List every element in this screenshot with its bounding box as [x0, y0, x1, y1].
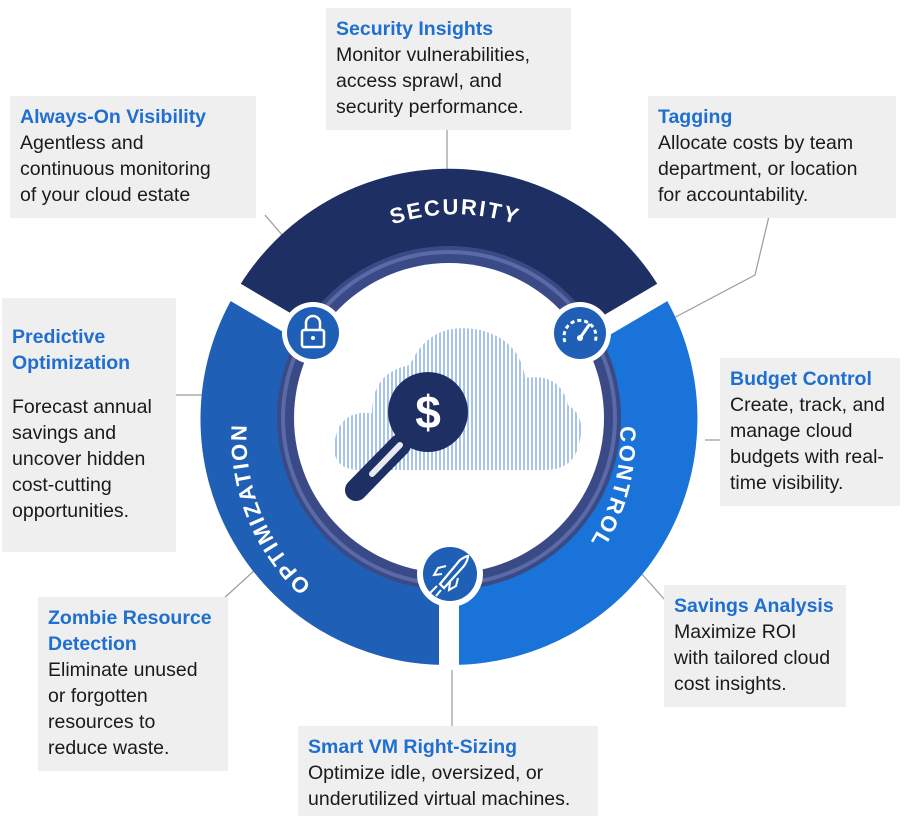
card-description: Eliminate unused or forgotten resources …: [48, 659, 198, 759]
card-description: Optimize idle, oversized, or underutiliz…: [308, 762, 571, 810]
card-title: Zombie Resource Detection: [48, 607, 212, 655]
card-title: Predictive Optimization: [12, 326, 131, 374]
card-predictive-optimization: Predictive Optimization Forecast annual …: [2, 298, 176, 552]
card-savings-analysis: Savings Analysis Maximize ROI with tailo…: [664, 585, 846, 707]
lock-icon: [282, 302, 344, 364]
card-title: Smart VM Right-Sizing: [308, 736, 518, 758]
card-title: Budget Control: [730, 368, 872, 390]
card-title: Always-On Visibility: [20, 106, 207, 128]
card-description: Forecast annual savings and uncover hidd…: [12, 396, 152, 522]
connector-lines: [176, 122, 771, 738]
svg-text:$: $: [415, 386, 441, 438]
card-title: Savings Analysis: [674, 595, 834, 617]
card-description: Monitor vulnerabilities, access sprawl, …: [336, 44, 531, 118]
speedometer-icon: [549, 302, 611, 364]
card-description: Create, track, and manage cloud budgets …: [730, 394, 885, 494]
card-title: Security Insights: [336, 18, 494, 40]
card-budget-control: Budget Control Create, track, and manage…: [720, 358, 900, 506]
rocket-icon: [417, 541, 483, 607]
card-smart-vm-right-sizing: Smart VM Right-Sizing Optimize idle, ove…: [298, 726, 598, 816]
card-always-on-visibility: Always-On Visibility Agentless and conti…: [10, 96, 256, 218]
card-security-insights: Security Insights Monitor vulnerabilitie…: [326, 8, 571, 130]
card-tagging: Tagging Allocate costs by team departmen…: [648, 96, 896, 218]
card-title: Tagging: [658, 106, 733, 128]
card-description: Allocate costs by team department, or lo…: [658, 132, 858, 206]
card-zombie-resource-detection: Zombie Resource Detection Eliminate unus…: [38, 597, 228, 771]
card-description: Agentless and continuous monitoring of y…: [20, 132, 211, 206]
card-description: Maximize ROI with tailored cloud cost in…: [674, 621, 831, 695]
dollar-cloud-magnifier-icon: $: [335, 328, 581, 501]
